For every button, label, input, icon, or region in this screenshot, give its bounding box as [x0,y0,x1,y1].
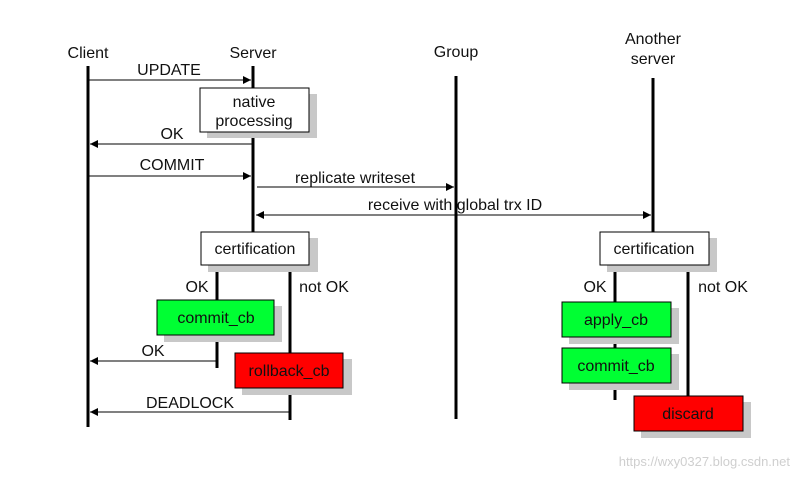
ok-commit-label: OK [141,343,164,360]
rollback-cb-box: rollback_cb [234,352,352,395]
ok-native-label: OK [160,126,183,143]
deadlock-label: DEADLOCK [146,395,234,412]
apply-cb-box: apply_cb [561,301,679,344]
replicate-writeset-label: replicate writeset [295,170,416,187]
server-commit-cb-label: commit_cb [177,310,254,327]
discard-box: discard [633,395,751,438]
receive-global-trx-label: receive with global trx ID [368,197,542,214]
native-processing-box: native processing [199,87,317,138]
server-ok-branch-label: OK [185,279,208,296]
another-certification-box: certification [599,231,717,272]
another-commit-cb-box: commit_cb [561,347,679,390]
update-label: UPDATE [137,62,201,79]
native-processing-line1: native [233,94,276,111]
apply-cb-label: apply_cb [584,312,648,329]
server-certification-label: certification [215,241,296,258]
client-lane-label: Client [68,45,109,62]
another-ok-branch-label: OK [583,279,606,296]
server-lane-label: Server [229,45,277,62]
group-lane-label: Group [434,44,479,61]
another-certification-label: certification [614,241,695,258]
rollback-cb-label: rollback_cb [249,363,330,380]
watermark: https://wxy0327.blog.csdn.net [619,454,791,469]
another-server-lane-label-line2: server [631,51,676,68]
server-certification-box: certification [200,231,318,272]
another-server-lane-label-line1: Another [625,31,682,48]
server-commit-cb-box: commit_cb [156,299,282,342]
another-commit-cb-label: commit_cb [577,358,654,375]
native-processing-line2: processing [215,113,292,130]
discard-label: discard [662,406,714,423]
another-not-ok-branch-label: not OK [698,279,748,296]
commit-label: COMMIT [140,157,205,174]
server-not-ok-branch-label: not OK [299,279,349,296]
